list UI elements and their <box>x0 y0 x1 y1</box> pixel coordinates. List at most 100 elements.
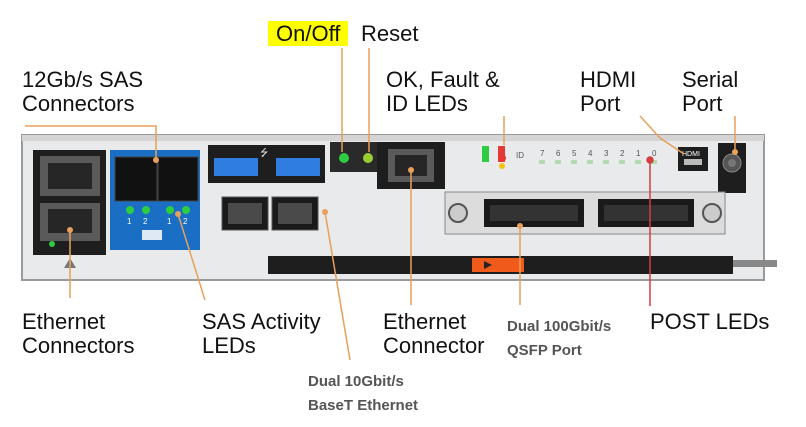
post-led <box>539 160 545 164</box>
sas-activity-label-line1: SAS Activity <box>202 309 321 334</box>
usb-port-1 <box>214 158 258 176</box>
ok-led <box>482 146 489 162</box>
post-leds-label: POST LEDs <box>650 309 770 334</box>
sas-port-number: 1 <box>167 217 172 226</box>
panel-top-edge <box>22 135 764 141</box>
callout-dot <box>732 149 738 155</box>
callout-dot <box>322 209 328 215</box>
qsfp-port-1-inner <box>490 205 578 221</box>
tenG-port-2-inner <box>278 203 312 224</box>
post-led-number: 0 <box>652 149 657 158</box>
callout-lines <box>25 48 736 361</box>
ethernet-port-top-inner <box>48 163 92 189</box>
ok-indicator <box>499 163 505 169</box>
callout-line-hdmi <box>639 115 685 155</box>
sas-connectors-label: 12Gb/s SAS Connectors <box>22 68 143 116</box>
thumbscrew-left <box>448 203 468 223</box>
post-led <box>603 160 609 164</box>
sas-port-number: 1 <box>127 217 132 226</box>
qsfp-label-line2: QSFP Port <box>507 342 582 359</box>
post-led <box>555 160 561 164</box>
sas-activity-label: SAS Activity LEDs <box>202 310 321 358</box>
latch-end <box>733 260 777 267</box>
sas-connectors-label-line2: Connectors <box>22 91 135 116</box>
post-led-number: 6 <box>556 149 561 158</box>
ethernet-connectors-label: Ethernet Connectors <box>22 310 135 358</box>
sas-connectors-label-line1: 12Gb/s SAS <box>22 67 144 92</box>
hdmi-socket <box>684 159 702 165</box>
callout-line-sas-connectors <box>25 125 157 160</box>
callout-dot <box>517 223 523 229</box>
usb-port-2 <box>276 158 320 176</box>
hdmi-text: HDMI <box>682 151 700 158</box>
on-off-button[interactable] <box>339 153 349 163</box>
ok-fault-id-label: OK, Fault & ID LEDs <box>386 68 500 116</box>
post-led <box>587 160 593 164</box>
ethernet-connector-label-line1: Ethernet <box>383 309 467 334</box>
serial-port-center <box>728 159 736 167</box>
id-led-label: ID <box>516 151 524 160</box>
post-led <box>651 160 657 164</box>
ethernet-connector-label-line2: Connector <box>383 333 485 358</box>
post-led-group: 7 6 5 4 3 2 1 0 <box>539 149 657 164</box>
reset-button[interactable] <box>363 153 373 163</box>
ethernet-led <box>49 241 55 247</box>
callout-dot <box>67 227 73 233</box>
ok-fault-id-label-line1: OK, Fault & <box>386 67 500 92</box>
sas-activity-led <box>126 206 134 214</box>
fault-led <box>498 146 505 162</box>
tenG-port-1-inner <box>228 203 262 224</box>
post-led-number: 7 <box>540 149 545 158</box>
usb-icon: ⭍ <box>260 147 268 159</box>
sas-activity-led <box>182 206 190 214</box>
serial-port-label-line2: Port <box>682 91 723 116</box>
hdmi-port-label-line2: Port <box>580 91 621 116</box>
post-led-marker <box>646 156 654 164</box>
sas-activity-led <box>166 206 174 214</box>
tenG-label: Dual 10Gbit/s BaseT Ethernet <box>308 370 418 418</box>
callout-dot <box>175 211 181 217</box>
sas-connector-left <box>114 156 158 202</box>
ethernet-connectors-label-line1: Ethernet <box>22 309 106 334</box>
hdmi-port-label: HDMI Port <box>580 68 636 116</box>
latch-release <box>472 258 524 272</box>
post-led-number: 5 <box>572 149 577 158</box>
callout-dot <box>408 167 414 173</box>
sas-port-number: 2 <box>143 217 148 226</box>
serial-port-label-line1: Serial <box>682 67 739 92</box>
tenG-label-line1: Dual 10Gbit/s <box>308 373 404 390</box>
post-callout <box>646 156 654 306</box>
sas-connector-right <box>157 156 199 202</box>
sas-port-number: 2 <box>183 217 188 226</box>
qsfp-port-2-inner <box>604 205 688 221</box>
qsfp-label-line1: Dual 100Gbit/s <box>507 318 612 335</box>
serial-port-label: Serial Port <box>682 68 738 116</box>
post-led <box>635 160 641 164</box>
hdmi-port-label-line1: HDMI <box>580 67 637 92</box>
callout-dot <box>153 157 159 163</box>
ethernet-connector-inner <box>395 155 427 176</box>
post-led <box>619 160 625 164</box>
callout-line-sas-activity <box>177 213 206 301</box>
post-led <box>571 160 577 164</box>
ethernet-connectors-label-line2: Connectors <box>22 333 135 358</box>
callout-dots <box>67 149 738 233</box>
ok-fault-id-label-line2: ID LEDs <box>386 91 468 116</box>
qsfp-label: Dual 100Gbit/s QSFP Port <box>507 315 611 363</box>
sas-label-icon <box>142 230 162 240</box>
fault-indicator <box>498 154 506 162</box>
callout-line-tenG <box>324 211 351 361</box>
post-led-number: 2 <box>620 149 625 158</box>
post-led-number: 4 <box>588 149 593 158</box>
sas-activity-led <box>142 206 150 214</box>
post-led-number: 3 <box>604 149 609 158</box>
on-off-label: On/Off <box>268 21 349 46</box>
sas-activity-label-line2: LEDs <box>202 333 256 358</box>
ethernet-connector-label: Ethernet Connector <box>383 310 485 358</box>
post-led-number: 1 <box>636 149 641 158</box>
reset-label: Reset <box>361 21 419 46</box>
latch-arrow-icon <box>484 261 492 269</box>
tenG-label-line2: BaseT Ethernet <box>308 397 419 414</box>
thumbscrew-right <box>702 203 722 223</box>
